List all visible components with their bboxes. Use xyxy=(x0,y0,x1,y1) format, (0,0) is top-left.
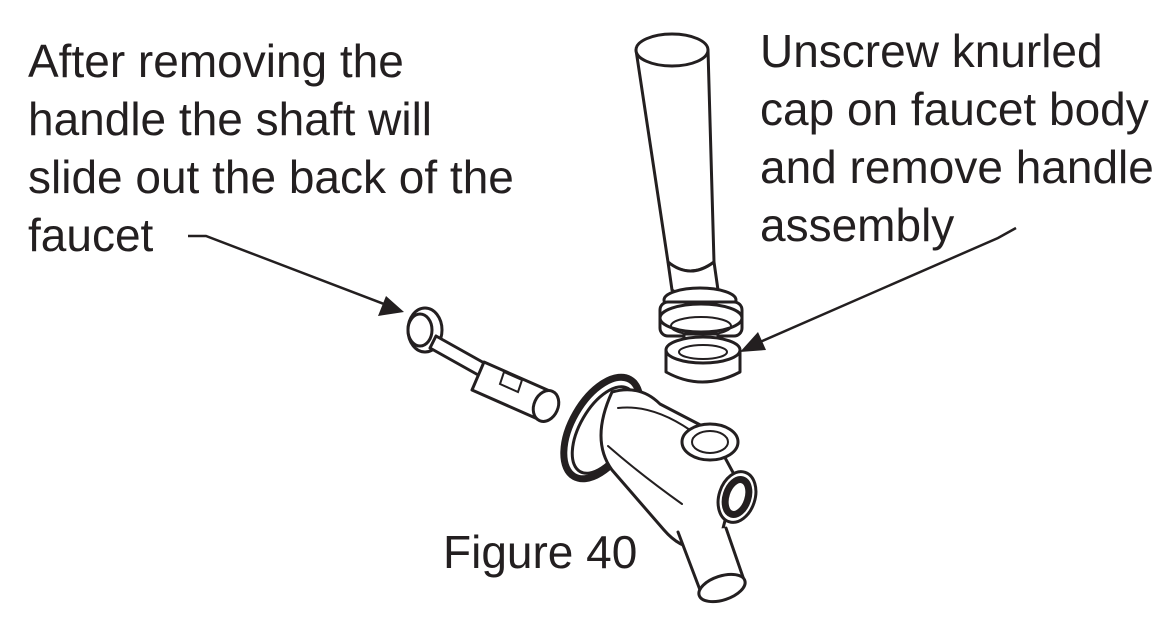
left-callout-line-3: slide out the back of the xyxy=(28,151,514,203)
right-callout-line-3: and remove handle xyxy=(760,141,1154,193)
faucet-shaft xyxy=(406,306,561,423)
figure-caption: Figure 40 xyxy=(443,526,638,578)
right-callout-line-4: assembly xyxy=(760,199,955,251)
left-callout-line-2: handle the shaft will xyxy=(28,93,433,145)
left-callout-line-4: faucet xyxy=(28,209,154,261)
right-leader-arrow xyxy=(740,226,1017,352)
right-callout-line-2: cap on faucet body xyxy=(760,83,1149,135)
right-callout-line-1: Unscrew knurled xyxy=(760,25,1103,77)
tap-handle xyxy=(634,32,720,300)
left-leader-arrow xyxy=(188,234,404,316)
left-callout-text: After removing the handle the shaft will… xyxy=(28,32,514,264)
faucet-body xyxy=(560,373,758,604)
right-callout-text: Unscrew knurled cap on faucet body and r… xyxy=(760,22,1154,254)
knurled-cap-assembly xyxy=(658,286,744,384)
left-callout-line-1: After removing the xyxy=(28,35,404,87)
